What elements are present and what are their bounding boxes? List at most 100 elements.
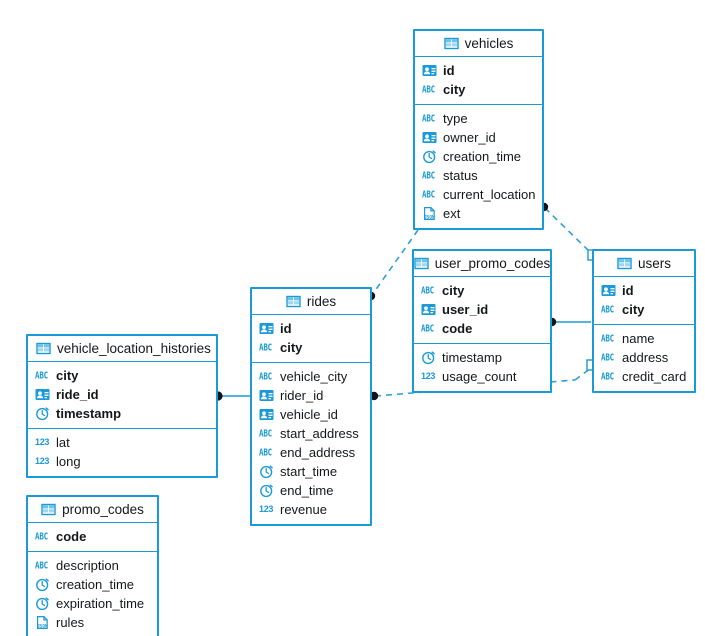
field-row[interactable]: ABC name	[594, 329, 694, 348]
field-row[interactable]: rider_id	[252, 386, 370, 405]
field-row[interactable]: 123 long	[28, 452, 216, 471]
field-name-label: lat	[56, 435, 70, 450]
field-name-label: rules	[56, 615, 85, 630]
abc-icon: ABC	[422, 112, 435, 125]
entity-table-users[interactable]: users id ABC city	[592, 249, 696, 393]
id-card-icon	[259, 388, 274, 403]
field-name-label: id	[280, 321, 292, 336]
table-name-label: promo_codes	[62, 502, 144, 517]
json-icon: JSON	[35, 615, 50, 630]
table-icon	[286, 294, 301, 309]
id-card-icon	[421, 302, 436, 317]
field-row[interactable]: vehicle_id	[252, 405, 370, 424]
table-header-users: users	[594, 251, 694, 277]
field-name-label: city	[622, 302, 645, 317]
field-row[interactable]: 123 revenue	[252, 500, 370, 519]
number-icon: 123	[35, 456, 50, 466]
abc-icon: ABC	[421, 284, 434, 297]
clock-icon	[259, 483, 274, 498]
field-row[interactable]: ABC start_address	[252, 424, 370, 443]
field-row[interactable]: ABC code	[414, 319, 550, 338]
attributes-section: ABC type owner_id	[415, 104, 542, 228]
field-row[interactable]: end_time	[252, 481, 370, 500]
field-name-label: city	[56, 368, 79, 383]
table-icon	[41, 502, 56, 517]
table-name-label: user_promo_codes	[434, 256, 551, 271]
number-icon: 123	[259, 504, 274, 514]
field-row[interactable]: ABC code	[28, 527, 157, 546]
field-row[interactable]: owner_id	[415, 128, 542, 147]
field-row[interactable]: ABC status	[415, 166, 542, 185]
field-row[interactable]: 123 usage_count	[414, 367, 550, 386]
primary-key-section: id ABC city	[252, 315, 370, 362]
field-name-label: status	[443, 168, 478, 183]
entity-table-vehicles[interactable]: vehicles id ABC city	[413, 29, 544, 230]
table-icon	[443, 36, 459, 51]
field-row[interactable]: user_id	[414, 300, 550, 319]
table-header-user-promo-codes: user_promo_codes	[414, 251, 550, 277]
entity-table-rides[interactable]: rides id ABC city	[250, 287, 372, 526]
field-name-label: city	[280, 340, 303, 355]
clock-icon	[422, 149, 437, 164]
field-row[interactable]: ABC city	[252, 338, 370, 357]
field-row[interactable]: ABC city	[415, 80, 542, 99]
abc-icon: ABC	[422, 83, 435, 96]
json-icon: JSON	[422, 206, 437, 221]
field-row[interactable]: ride_id	[28, 385, 216, 404]
field-row[interactable]: ABC city	[414, 281, 550, 300]
field-row[interactable]: start_time	[252, 462, 370, 481]
field-name-label: long	[56, 454, 81, 469]
field-row[interactable]: ABC city	[28, 366, 216, 385]
field-row[interactable]: ABC description	[28, 556, 157, 575]
clock-icon	[35, 577, 50, 592]
id-card-icon	[259, 407, 274, 422]
table-icon	[414, 256, 429, 271]
field-row[interactable]: creation_time	[28, 575, 157, 594]
abc-icon: ABC	[259, 427, 272, 440]
field-name-label: credit_card	[622, 369, 687, 384]
field-row[interactable]: expiration_time	[28, 594, 157, 613]
entity-table-vehicle-location-histories[interactable]: vehicle_location_histories ABC city	[26, 334, 218, 478]
field-name-label: code	[442, 321, 473, 336]
primary-key-section: id ABC city	[594, 277, 694, 324]
field-row[interactable]: id	[415, 61, 542, 80]
clock-icon	[421, 350, 436, 365]
field-name-label: city	[443, 82, 466, 97]
field-row[interactable]: JSON rules	[28, 613, 157, 632]
field-row[interactable]: ABC type	[415, 109, 542, 128]
field-name-label: creation_time	[443, 149, 522, 164]
field-row[interactable]: JSON ext	[415, 204, 542, 223]
field-name-label: ext	[443, 206, 461, 221]
field-row[interactable]: ABC credit_card	[594, 367, 694, 386]
entity-table-user-promo-codes[interactable]: user_promo_codes ABC city	[412, 249, 552, 393]
field-row[interactable]: ABC address	[594, 348, 694, 367]
entity-table-promo-codes[interactable]: promo_codes ABC code ABC description	[26, 495, 159, 636]
id-card-icon	[422, 130, 437, 145]
table-header-vehicle-location-histories: vehicle_location_histories	[28, 336, 216, 362]
field-name-label: vehicle_city	[280, 369, 348, 384]
field-row[interactable]: ABC vehicle_city	[252, 367, 370, 386]
field-row[interactable]: 123 lat	[28, 433, 216, 452]
table-header-promo-codes: promo_codes	[28, 497, 157, 523]
attributes-section: timestamp 123 usage_count	[414, 343, 550, 391]
field-name-label: ride_id	[56, 387, 99, 402]
field-row[interactable]: id	[594, 281, 694, 300]
primary-key-section: id ABC city	[415, 57, 542, 104]
abc-icon: ABC	[35, 530, 48, 543]
field-name-label: code	[56, 529, 87, 544]
field-name-label: usage_count	[442, 369, 517, 384]
field-row[interactable]: creation_time	[415, 147, 542, 166]
abc-icon: ABC	[259, 341, 272, 354]
svg-text:JSON: JSON	[424, 214, 435, 220]
field-row[interactable]: id	[252, 319, 370, 338]
relationship-vehicle_location_histories-rides	[213, 391, 250, 401]
field-row[interactable]: ABC city	[594, 300, 694, 319]
primary-key-section: ABC city ride_id	[28, 362, 216, 428]
field-name-label: name	[622, 331, 655, 346]
field-row[interactable]: timestamp	[28, 404, 216, 423]
field-row[interactable]: ABC current_location	[415, 185, 542, 204]
abc-icon: ABC	[259, 446, 272, 459]
field-row[interactable]: ABC end_address	[252, 443, 370, 462]
field-row[interactable]: timestamp	[414, 348, 550, 367]
